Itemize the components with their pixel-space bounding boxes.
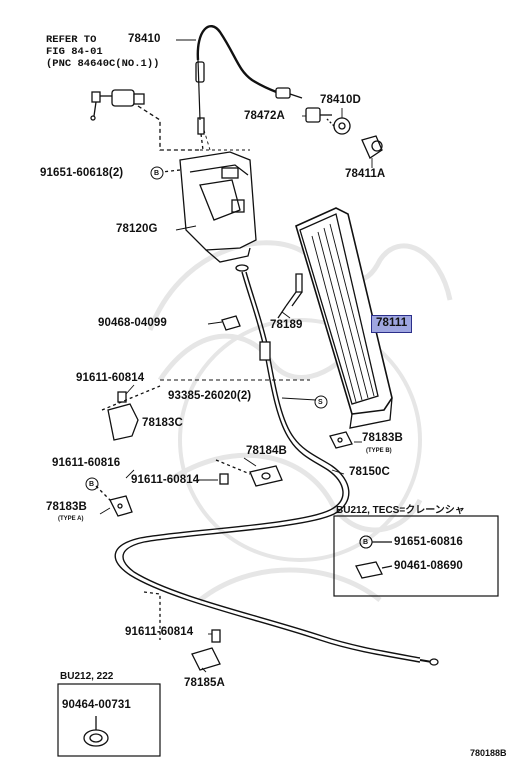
part-label-78410[interactable]: 78410 xyxy=(128,33,161,45)
type-b-label: (TYPE B) xyxy=(366,448,392,454)
clip-78472A xyxy=(305,107,332,123)
part-label-91611-60814-c[interactable]: 91611-60814 xyxy=(125,626,194,638)
switch-component xyxy=(90,89,200,151)
part-label-78189[interactable]: 78189 xyxy=(270,319,303,331)
screw-symbol xyxy=(314,395,328,409)
bolt-symbol-letter: B xyxy=(89,481,95,488)
type-a-label: (TYPE A) xyxy=(58,516,84,522)
inset-right-box xyxy=(333,515,499,597)
part-label-90461-08690[interactable]: 90461-08690 xyxy=(394,560,463,572)
cable-78150C xyxy=(114,271,439,666)
part-label-78183C[interactable]: 78183C xyxy=(142,417,183,429)
accelerator-pedal-78111 xyxy=(295,207,393,429)
part-label-78184B[interactable]: 78184B xyxy=(246,445,287,457)
part-label-91651-60816[interactable]: 91651-60816 xyxy=(394,536,463,548)
part-label-93385-26020[interactable]: 93385-26020(2) xyxy=(168,390,252,402)
reference-line-1: REFER TO xyxy=(46,34,97,46)
reference-line-2: FIG 84-01 xyxy=(46,46,103,58)
figure-code: 780188B xyxy=(470,748,507,758)
part-label-78120G[interactable]: 78120G xyxy=(116,223,158,235)
reference-note: REFER TO FIG 84-01 (PNC 84640C(NO.1)) xyxy=(46,34,159,70)
part-label-78183B-type-b[interactable]: 78183B xyxy=(362,432,403,444)
bolt-symbol-letter: B xyxy=(363,539,369,546)
bracket-78120G xyxy=(161,151,257,272)
part-label-78411A[interactable]: 78411A xyxy=(345,168,386,180)
part-label-90468-04099[interactable]: 90468-04099 xyxy=(98,317,167,329)
part-label-91611-60814-a[interactable]: 91611-60814 xyxy=(76,372,145,384)
part-label-78410D[interactable]: 78410D xyxy=(320,94,361,106)
grommet-78410D xyxy=(325,117,351,135)
leader-lines xyxy=(99,39,373,673)
part-label-78472A[interactable]: 78472A xyxy=(244,110,285,122)
part-label-78185A[interactable]: 78185A xyxy=(184,677,225,689)
inset-right-title: BU212, TECS=クレーンシャ xyxy=(336,505,465,516)
cap-78411A xyxy=(361,135,383,159)
part-label-90464-00731[interactable]: 90464-00731 xyxy=(62,699,131,711)
part-label-91611-60816[interactable]: 91611-60816 xyxy=(52,457,121,469)
bracket-78183C xyxy=(101,385,161,441)
inset-left-box xyxy=(57,683,161,757)
cable-78410 xyxy=(195,25,303,151)
bolt-91611-60814-b xyxy=(219,473,229,485)
bracket-78185A xyxy=(143,591,221,671)
clamp-78184B xyxy=(215,459,283,487)
bracket-78183B-left xyxy=(95,485,133,517)
part-label-78150C[interactable]: 78150C xyxy=(349,466,390,478)
part-label-91611-60814-b[interactable]: 91611-60814 xyxy=(131,474,200,486)
screw-symbol-letter: S xyxy=(318,399,323,406)
bolt-78189 xyxy=(277,273,303,319)
part-label-78111-highlighted[interactable]: 78111 xyxy=(371,315,413,333)
clip-90468 xyxy=(221,315,241,331)
part-label-78183B-type-a[interactable]: 78183B xyxy=(46,501,87,513)
inset-left-title: BU212, 222 xyxy=(60,671,114,682)
bracket-78183B-right xyxy=(329,431,353,449)
reference-line-3: (PNC 84640C(NO.1)) xyxy=(46,58,160,70)
part-label-91651-60618[interactable]: 91651-60618(2) xyxy=(40,167,124,179)
bolt-symbol-letter: B xyxy=(154,170,160,177)
